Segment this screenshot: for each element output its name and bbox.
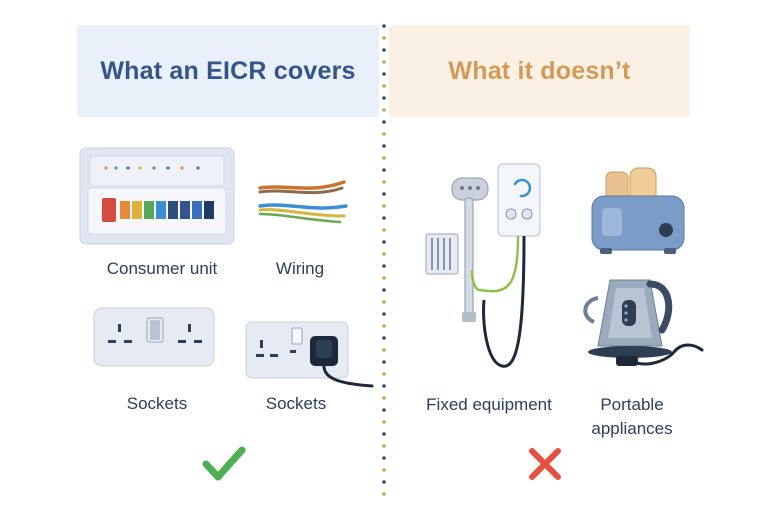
check-icon — [202, 446, 246, 481]
divider-dot — [382, 252, 386, 256]
toaster-icon — [591, 167, 685, 254]
divider-dot — [382, 288, 386, 292]
fixed-equipment-label: Fixed equipment — [426, 395, 552, 414]
plug-socket-label: Sockets — [265, 394, 327, 413]
divider-dot — [382, 24, 386, 28]
divider-dot — [382, 168, 386, 172]
wiring-icon — [258, 180, 348, 224]
divider-dot — [382, 216, 386, 220]
socket-with-plug-icon — [245, 321, 374, 388]
divider-dot — [382, 36, 386, 40]
divider-dot — [382, 180, 386, 184]
divider-dot — [382, 72, 386, 76]
kettle-icon — [583, 279, 704, 366]
double-socket-icon — [93, 307, 215, 367]
divider-dot — [382, 120, 386, 124]
divider-dot — [382, 132, 386, 136]
consumer-unit-label: Consumer unit — [106, 259, 218, 278]
divider-dot — [382, 468, 386, 472]
divider-dot — [382, 336, 386, 340]
dotted-divider — [382, 24, 386, 496]
electric-shower-icon — [425, 163, 541, 368]
divider-dot — [382, 96, 386, 100]
covers-header: What an EICR covers — [77, 25, 379, 117]
divider-dot — [382, 372, 386, 376]
divider-dot — [382, 432, 386, 436]
divider-dot — [382, 492, 386, 496]
divider-dot — [382, 264, 386, 268]
divider-dot — [382, 396, 386, 400]
cross-icon — [529, 448, 561, 480]
divider-dot — [382, 408, 386, 412]
divider-dot — [382, 276, 386, 280]
divider-dot — [382, 384, 386, 388]
divider-dot — [382, 144, 386, 148]
divider-dot — [382, 456, 386, 460]
divider-dot — [382, 204, 386, 208]
divider-dot — [382, 60, 386, 64]
not-covered-header: What it doesn’t — [389, 25, 690, 117]
divider-dot — [382, 324, 386, 328]
divider-dot — [382, 108, 386, 112]
divider-dot — [382, 420, 386, 424]
double-socket-label: Sockets — [126, 394, 188, 413]
divider-dot — [382, 348, 386, 352]
divider-dot — [382, 156, 386, 160]
divider-dot — [382, 84, 386, 88]
divider-dot — [382, 444, 386, 448]
divider-dot — [382, 192, 386, 196]
covers-title: What an EICR covers — [100, 56, 356, 85]
divider-dot — [382, 312, 386, 316]
portable-appliances-label: Portable appliances — [591, 395, 673, 438]
divider-dot — [382, 480, 386, 484]
consumer-unit-icon — [79, 147, 235, 245]
divider-dot — [382, 300, 386, 304]
divider-dot — [382, 48, 386, 52]
not-covered-title: What it doesn’t — [448, 56, 631, 85]
divider-dot — [382, 228, 386, 232]
divider-dot — [382, 360, 386, 364]
divider-dot — [382, 240, 386, 244]
wiring-label: Wiring — [275, 259, 325, 278]
